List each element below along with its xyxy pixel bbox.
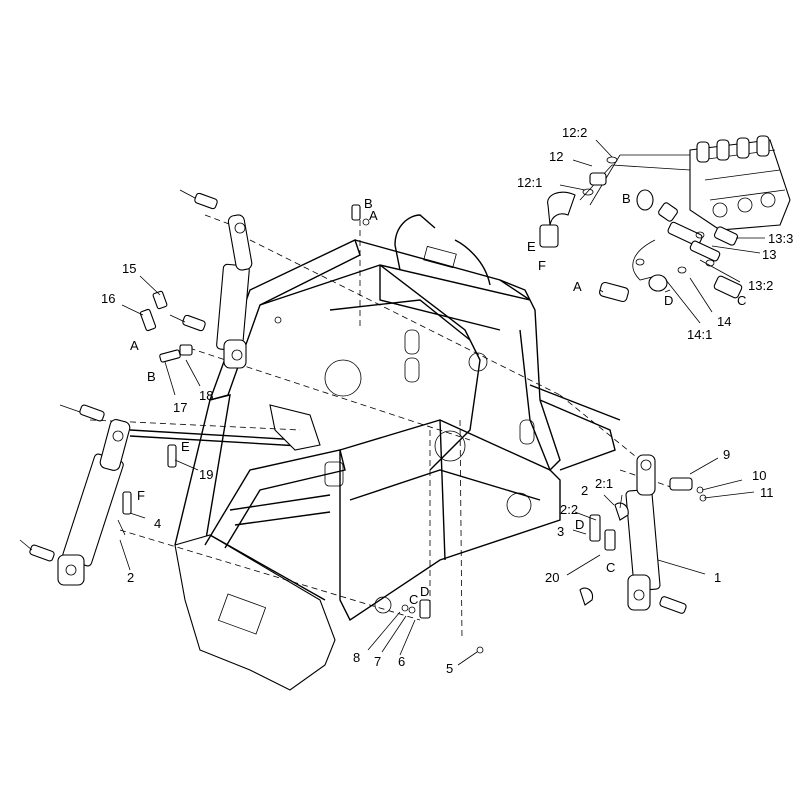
- callout-c-valve: C: [737, 293, 746, 308]
- callout-c-bottom: C: [409, 592, 418, 607]
- callout-7: 7: [374, 654, 381, 669]
- lift-cylinder-lower-left: [19, 404, 177, 586]
- callout-8: 8: [353, 650, 360, 665]
- callout-2-1: 2:1: [595, 476, 613, 491]
- callout-labels: 12:2 12 12:1 B E F 13:3 13 13:2 A D C 14…: [101, 125, 793, 676]
- callout-12-1: 12:1: [517, 175, 542, 190]
- callout-15: 15: [122, 261, 136, 276]
- callout-d-valve: D: [664, 293, 673, 308]
- callout-f-top: F: [538, 258, 546, 273]
- callout-3: 3: [557, 524, 564, 539]
- callout-10: 10: [752, 468, 766, 483]
- callout-18: 18: [199, 388, 213, 403]
- callout-d-right: D: [575, 517, 584, 532]
- mount-hardware: [274, 204, 484, 654]
- callout-13: 13: [762, 247, 776, 262]
- callout-1: 1: [714, 570, 721, 585]
- callout-2-right: 2: [581, 483, 588, 498]
- lift-cylinder-upper-left: [139, 189, 253, 369]
- callout-a-frame: A: [369, 208, 378, 223]
- callout-a-valve: A: [573, 279, 582, 294]
- callout-14: 14: [717, 314, 731, 329]
- callout-11: 11: [760, 485, 774, 500]
- callout-4: 4: [154, 516, 161, 531]
- callout-13-2: 13:2: [748, 278, 773, 293]
- callout-c-right: C: [606, 560, 615, 575]
- callout-f-left: F: [137, 488, 145, 503]
- valve-fittings: [539, 156, 743, 303]
- callout-e-left: E: [181, 439, 190, 454]
- callout-6: 6: [398, 654, 405, 669]
- callout-20: 20: [545, 570, 559, 585]
- callout-14-1: 14:1: [687, 327, 712, 342]
- loader-frame: [89, 214, 681, 691]
- callout-d-bottom: D: [420, 584, 429, 599]
- callout-e-top: E: [527, 239, 536, 254]
- callout-12-2: 12:2: [562, 125, 587, 140]
- callout-a-left: A: [130, 338, 139, 353]
- callout-b-top: B: [622, 191, 631, 206]
- callout-12: 12: [549, 149, 563, 164]
- callout-19: 19: [199, 467, 213, 482]
- callout-2-2: 2:2: [560, 502, 578, 517]
- callout-5: 5: [446, 661, 453, 676]
- control-valve: [579, 135, 791, 231]
- callout-b-left: B: [147, 369, 156, 384]
- callout-2-left: 2: [127, 570, 134, 585]
- callout-b-frame: B: [364, 196, 373, 211]
- callout-13-3: 13:3: [768, 231, 793, 246]
- callout-17: 17: [173, 400, 187, 415]
- callout-9: 9: [723, 447, 730, 462]
- leader-lines: [119, 139, 765, 666]
- lift-cylinder-right: [579, 454, 707, 614]
- callout-16: 16: [101, 291, 115, 306]
